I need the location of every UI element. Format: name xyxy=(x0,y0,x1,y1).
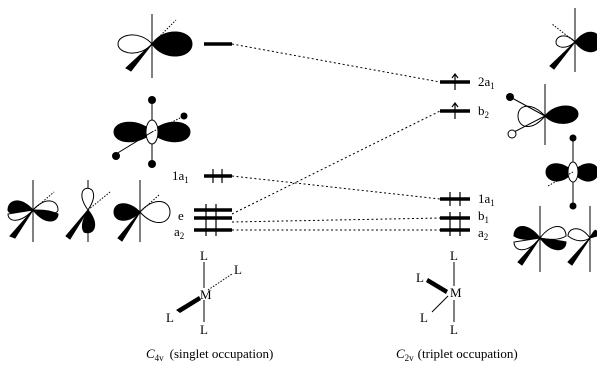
label-left-2a1: 2a1 xyxy=(173,36,190,53)
molecule-c2v: L M L L L xyxy=(416,248,462,337)
ligand-bottom-left: L xyxy=(200,322,208,337)
caption-right: C2v(triplet occupation) xyxy=(396,346,518,363)
ligand-bottom-right: L xyxy=(450,322,458,337)
orbital-drawing-left-e-2 xyxy=(113,180,171,242)
correlation-e-b1 xyxy=(231,217,441,223)
correlation-lines xyxy=(231,43,441,231)
correlation-e-b2 xyxy=(231,110,441,215)
label-right-1a1: 1a1 xyxy=(478,191,495,208)
ligand-upper-left-right: L xyxy=(416,270,424,285)
label-left-e: e xyxy=(178,208,184,223)
metal-left: M xyxy=(200,287,212,302)
orbital-drawing-right-a2 xyxy=(513,206,567,272)
label-right-b2: b2 xyxy=(478,103,489,120)
label-left-a2: a2 xyxy=(174,224,184,241)
ligand-lower-left-right: L xyxy=(420,310,428,325)
orbital-drawing-left-e-1 xyxy=(65,180,111,242)
metal-right: M xyxy=(450,285,462,300)
caption-left: C4v(singlet occupation) xyxy=(146,346,273,363)
label-right-a2: a2 xyxy=(478,225,488,242)
label-right-2a1: 2a1 xyxy=(478,74,495,91)
electrons-right-b1-a2 xyxy=(449,212,461,236)
left-energy-levels xyxy=(194,42,232,236)
orbital-drawing-left-a2 xyxy=(7,180,59,242)
ligand-left-left: L xyxy=(166,310,174,325)
electrons-left-1a1 xyxy=(212,169,223,183)
orbital-drawing-right-1a1 xyxy=(545,134,597,210)
label-left-1a1: 1a1 xyxy=(172,168,189,185)
orbital-drawing-left-1a1 xyxy=(112,96,191,168)
molecule-c4v: L M L L L xyxy=(166,248,242,337)
orbital-drawing-left-2a1 xyxy=(117,14,193,78)
orbital-drawing-right-b2 xyxy=(506,84,579,145)
electrons-left-e xyxy=(205,204,217,236)
electron-right-2a1 xyxy=(451,73,459,90)
electron-right-b2 xyxy=(451,102,459,119)
ligand-right-left: L xyxy=(234,262,242,277)
orbital-drawing-right-2a1 xyxy=(549,8,597,72)
correlation-1a1-1a1 xyxy=(231,175,441,200)
label-right-b1: b1 xyxy=(478,208,489,225)
orbital-drawing-right-b1 xyxy=(567,206,597,272)
ligand-top-left: L xyxy=(200,248,208,263)
ligand-top-right: L xyxy=(450,248,458,263)
right-energy-levels xyxy=(440,73,470,236)
electrons-right-1a1 xyxy=(449,192,461,206)
correlation-2a1-2a1 xyxy=(231,43,441,83)
